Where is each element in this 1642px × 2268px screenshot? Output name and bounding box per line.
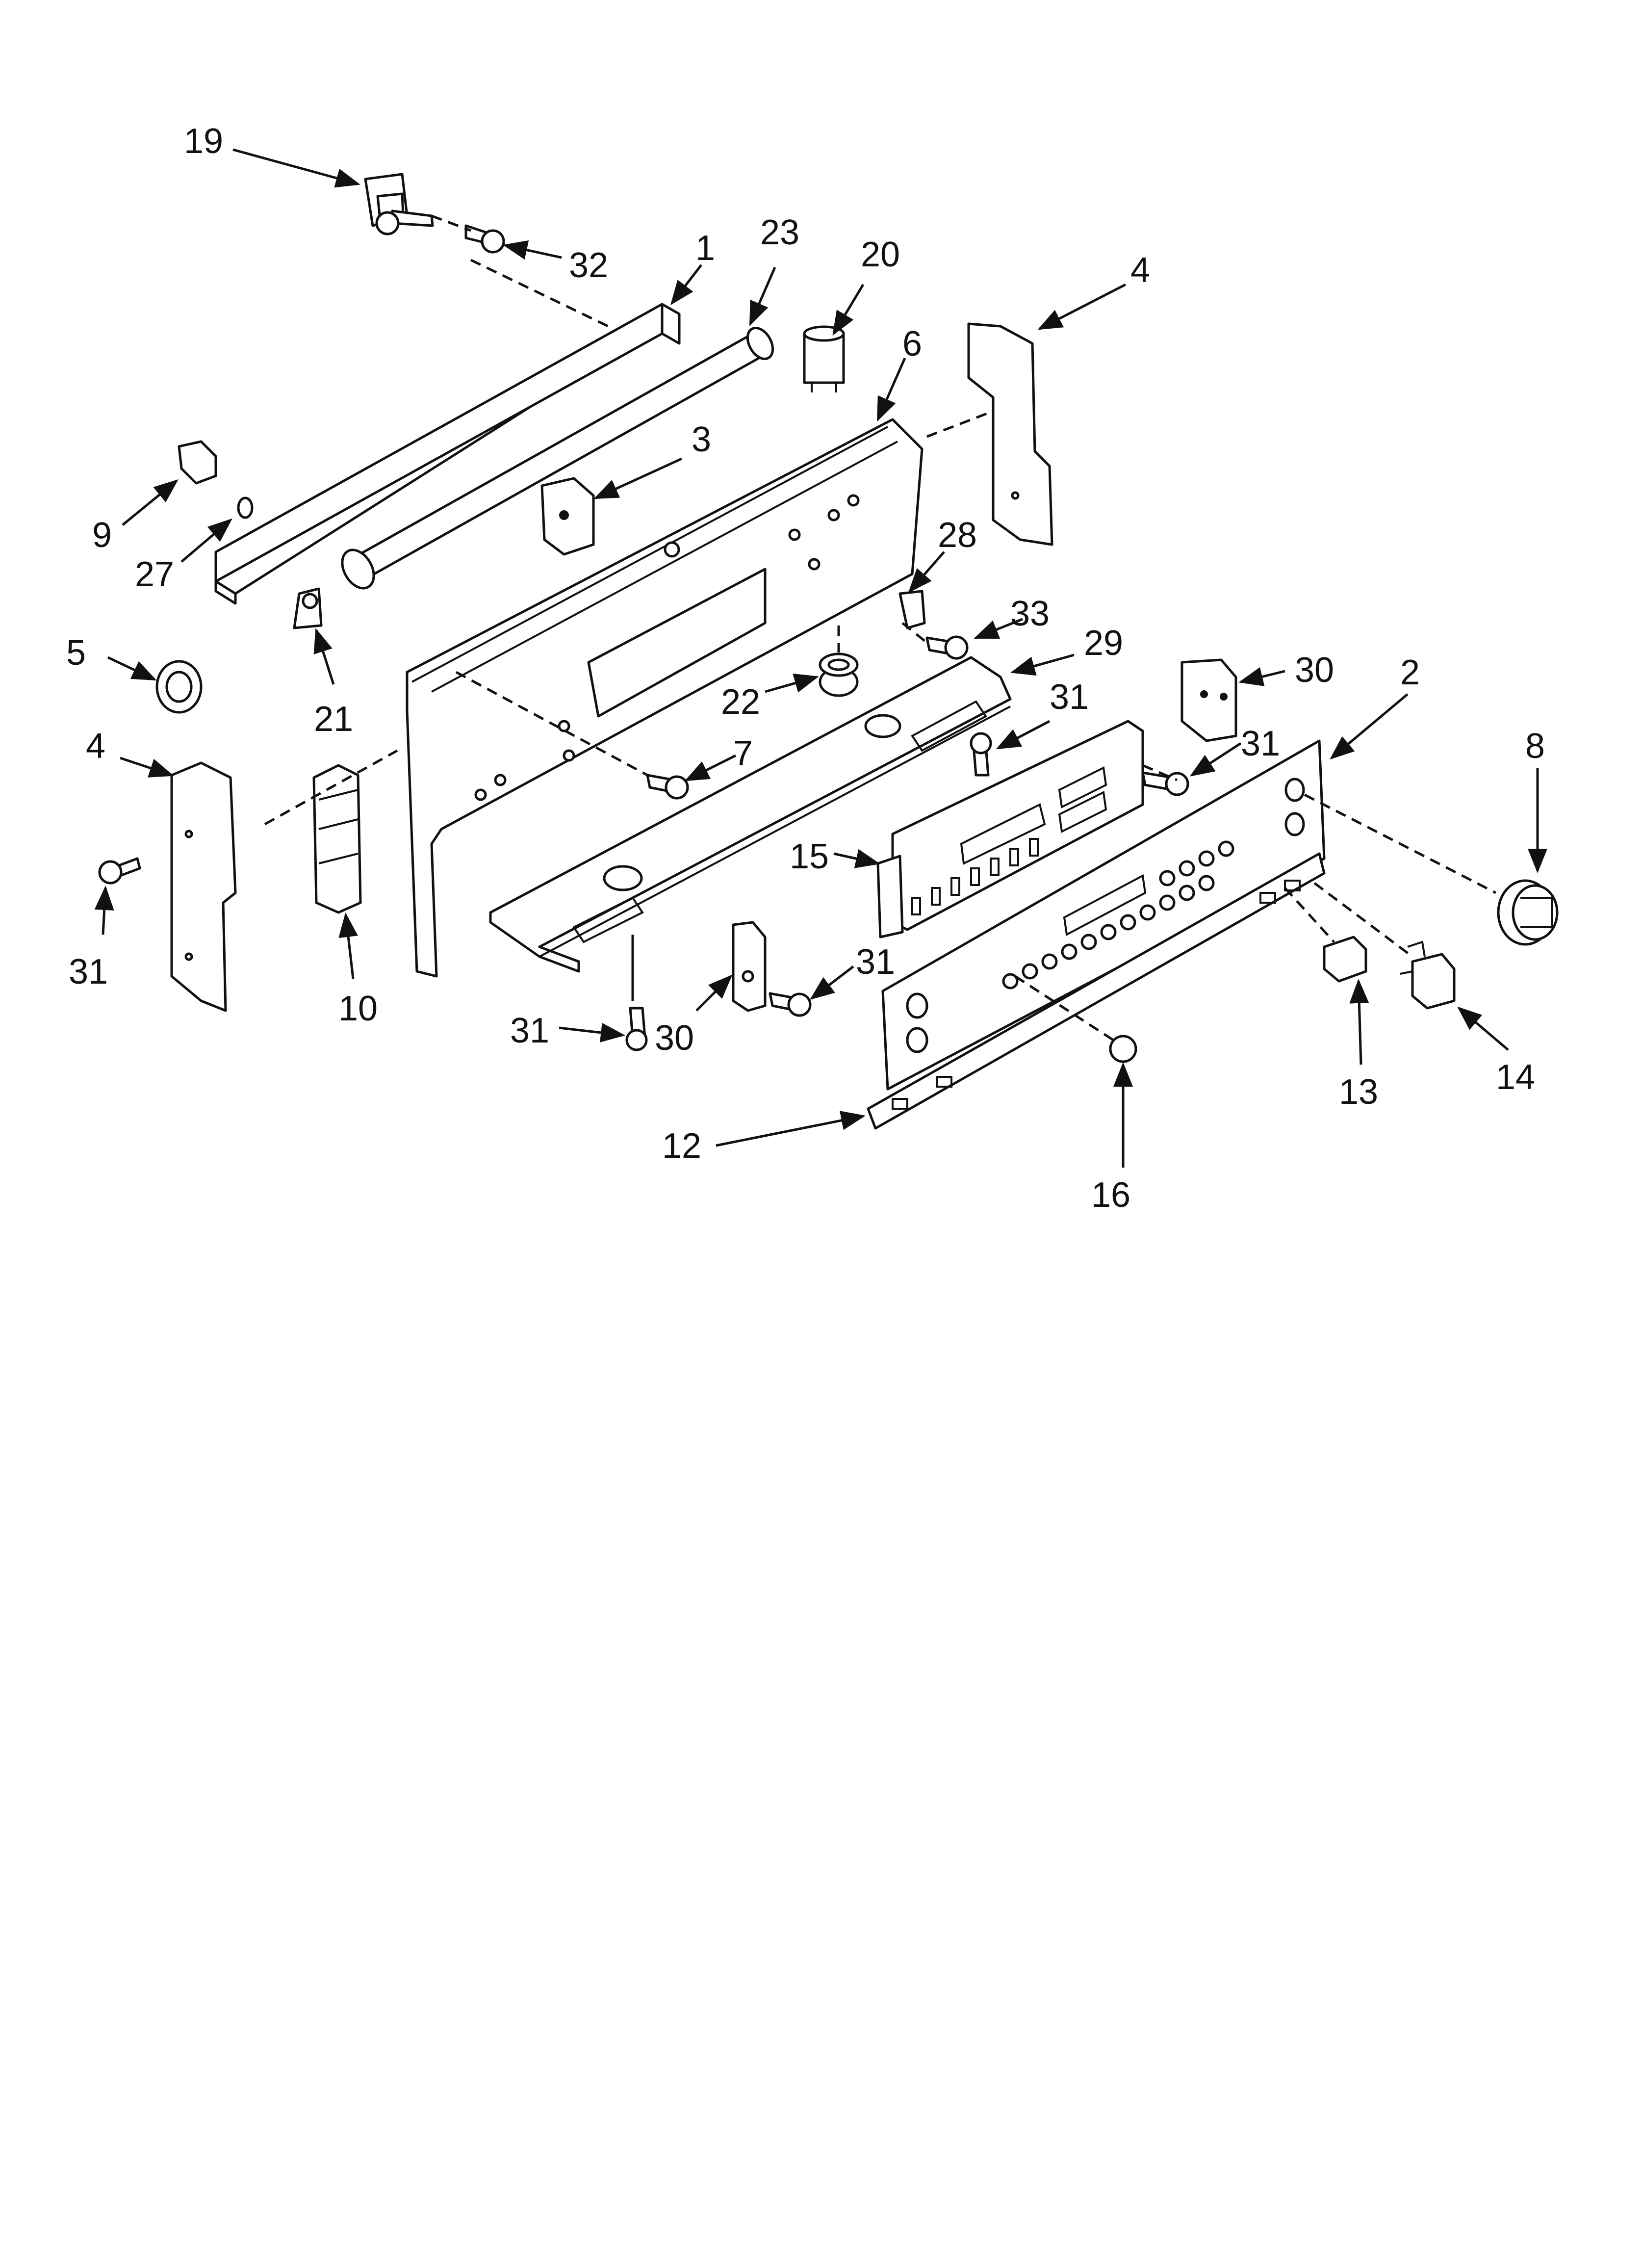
callout-16: 16 <box>1091 1175 1130 1215</box>
part-31-screw-vertical-center <box>970 732 992 777</box>
callout-7: 7 <box>733 734 753 773</box>
callout-4-lower: 4 <box>86 727 105 766</box>
callout-15: 15 <box>790 837 829 876</box>
part-28-clip <box>898 590 926 629</box>
part-27-ring <box>237 496 254 519</box>
callout-5: 5 <box>66 633 86 673</box>
part-8-knob <box>1497 879 1559 946</box>
part-7-screw <box>646 774 689 800</box>
alignment-lines <box>264 214 1497 1042</box>
part-5-grommet <box>155 660 203 714</box>
part-33-screw <box>925 635 969 660</box>
part-1-channel <box>214 303 681 605</box>
part-12-trim-strip <box>867 852 1326 1130</box>
callout-33: 33 <box>1010 594 1050 633</box>
callout-31-right: 31 <box>1241 724 1280 763</box>
part-4-right-end-cap <box>967 322 1053 546</box>
part-16-button <box>1109 1035 1137 1063</box>
part-4-left-end-cap <box>170 761 237 1012</box>
callout-leaders <box>94 148 1547 1168</box>
part-20-capacitor <box>803 325 845 392</box>
callout-labels: 19 32 1 23 20 4 6 3 9 27 28 33 29 5 21 2… <box>66 122 1545 1215</box>
callout-10: 10 <box>338 989 378 1028</box>
callout-30-upper: 30 <box>1295 651 1334 690</box>
part-19-switch <box>364 173 434 235</box>
part-23-lamp-tube <box>341 327 774 590</box>
part-9-clip <box>178 440 217 485</box>
callout-30-lower: 30 <box>655 1018 694 1058</box>
part-29-tray <box>489 656 1012 973</box>
part-31-screw-left <box>98 857 141 885</box>
part-13-switch <box>1323 936 1367 983</box>
callout-28: 28 <box>938 516 977 555</box>
callout-9: 9 <box>92 516 112 555</box>
part-31-screw-right <box>1141 771 1189 796</box>
callout-3: 3 <box>692 420 711 459</box>
part-22-bushing <box>819 652 859 697</box>
callout-32: 32 <box>569 246 608 285</box>
part-21-bracket <box>293 587 323 629</box>
callout-31-left: 31 <box>69 952 108 991</box>
part-14-connector <box>1400 940 1456 1010</box>
callout-13: 13 <box>1339 1072 1378 1112</box>
part-32-screw <box>464 224 505 254</box>
callout-27: 27 <box>135 555 174 594</box>
callout-19: 19 <box>184 122 223 161</box>
callout-14: 14 <box>1496 1058 1535 1097</box>
callout-12: 12 <box>662 1126 701 1166</box>
callout-31-lower: 31 <box>856 942 895 982</box>
callout-23: 23 <box>760 213 799 252</box>
part-15-control-board <box>876 720 1144 938</box>
part-3-switch <box>540 477 595 556</box>
callout-31-bottom: 31 <box>510 1011 549 1050</box>
callout-31-center: 31 <box>1050 678 1089 717</box>
callout-6: 6 <box>902 324 922 364</box>
part-10-terminal-block <box>312 764 362 914</box>
part-2-control-panel <box>881 739 1326 1091</box>
callout-22: 22 <box>721 682 760 722</box>
callout-1: 1 <box>695 229 715 268</box>
callout-21: 21 <box>314 700 353 739</box>
callout-8: 8 <box>1525 727 1545 766</box>
part-31-screw-bottom <box>625 1007 648 1051</box>
callout-4-upper: 4 <box>1130 251 1150 290</box>
part-31-screw-lower-center <box>769 992 812 1017</box>
callout-20: 20 <box>861 235 900 274</box>
part-30-bracket-lower <box>732 921 767 1012</box>
part-30-bracket-upper <box>1180 658 1237 742</box>
callout-29: 29 <box>1084 624 1123 663</box>
part-6-back-panel <box>406 418 924 978</box>
callout-2: 2 <box>1400 653 1420 692</box>
